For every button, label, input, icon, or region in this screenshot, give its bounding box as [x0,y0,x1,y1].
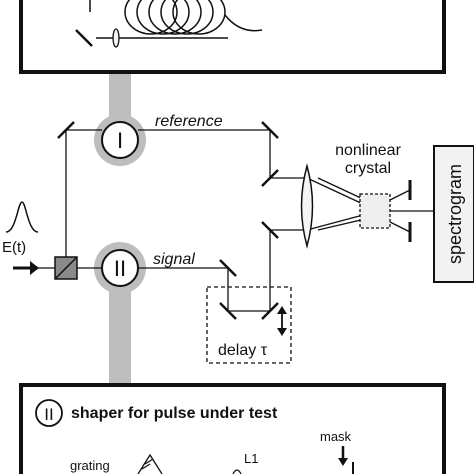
focusing-lens-icon [300,163,314,249]
mirror-reference-right [261,121,279,139]
signal-marker-label: II [114,256,126,281]
mirror-signal-up [261,221,279,239]
mirror-signal-right [219,259,237,277]
coupling-lens-icon [112,28,120,48]
reference-label: reference [155,113,223,130]
delay-stage-box [206,286,292,364]
signal-arm-marker: II [94,242,146,294]
spectrogram-box [433,145,474,283]
fiber-coupling-mirror [75,29,93,47]
crystal-label: crystal [345,160,391,177]
fiber-coil-icon [89,0,263,39]
mirrors [57,121,279,320]
mirror-reference-left [57,121,75,139]
spectrogram-label: spectrogram [445,164,465,264]
gaussian-pulse-icon [5,201,39,233]
shaper-lens-icon [232,469,242,474]
input-arrow-icon [13,261,39,275]
mask-label: mask [320,429,352,444]
delay-label: delay τ [218,342,268,359]
mirror-reference-down [261,169,279,187]
beam-splitter-icon [54,256,78,280]
shaper-title: shaper for pulse under test [71,405,278,422]
bottom-connector-pillar [109,265,131,385]
reference-arm-marker: I [94,114,146,166]
grating-label: grating [70,458,110,473]
signal-label: signal [153,251,195,268]
lens-label: L1 [244,451,258,466]
signal-shaper-panel: II shaper for pulse under test mask grat… [19,383,446,474]
reference-marker-label: I [117,128,123,153]
field-label: E(t) [2,239,26,256]
reference-shaper-panel [19,0,446,74]
nonlinear-label: nonlinear [335,142,402,159]
shaper-marker-label: II [44,405,53,424]
mirror-delay-left [219,302,237,320]
mirror-delay-right [261,302,279,320]
grating-icon [137,453,163,474]
top-connector-pillar [109,72,131,128]
nonlinear-crystal-icon [359,193,391,229]
beam-paths [30,129,434,312]
